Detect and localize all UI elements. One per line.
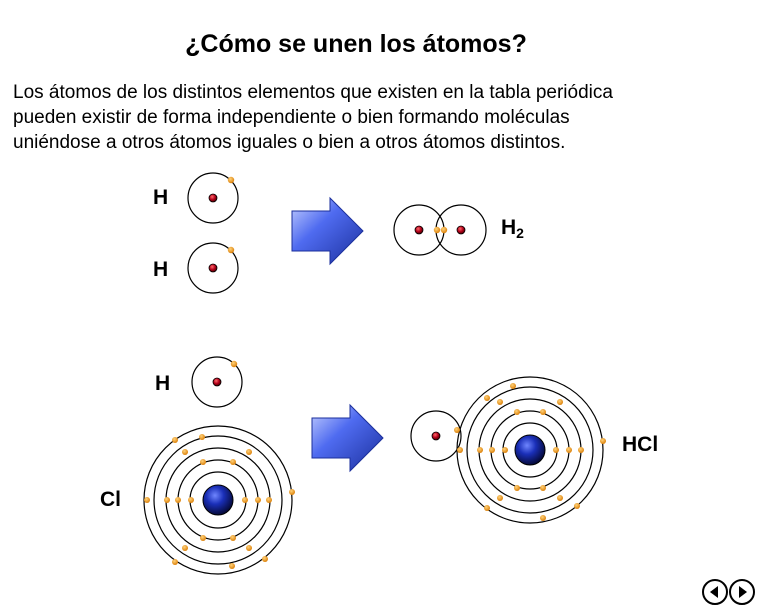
chlorine-atom <box>143 425 295 575</box>
electron <box>230 459 236 465</box>
hydrogen-nucleus <box>414 225 424 235</box>
electron <box>553 447 559 453</box>
electron <box>489 447 495 453</box>
electron <box>182 449 188 455</box>
label-hydrogen-2: H <box>153 258 169 281</box>
electron <box>242 497 248 503</box>
electron <box>497 399 503 405</box>
electron <box>289 489 295 495</box>
electron <box>164 497 170 503</box>
electron <box>540 409 546 415</box>
next-arrow-icon <box>739 586 747 598</box>
electron <box>600 438 606 444</box>
electron <box>266 497 272 503</box>
electron <box>262 556 268 562</box>
label-h2-main: H <box>501 216 517 239</box>
hydrogen-nucleus <box>212 377 222 387</box>
intro-line: uniéndose a otros átomos iguales o bien … <box>13 132 566 153</box>
electron <box>510 383 516 389</box>
orbit-ring <box>153 435 283 565</box>
label-hydrogen-3: H <box>155 372 171 395</box>
navigation-controls <box>700 579 756 605</box>
electron <box>514 409 520 415</box>
next-button[interactable] <box>729 579 755 605</box>
electron <box>578 447 584 453</box>
electron <box>497 495 503 501</box>
hydrogen-nucleus <box>208 263 218 273</box>
orbit-ring <box>187 172 239 224</box>
electron <box>540 485 546 491</box>
electron <box>227 176 235 184</box>
electron <box>574 503 580 509</box>
label-hydrogen-1: H <box>153 186 169 209</box>
intro-line: pueden existir de forma independiente o … <box>13 107 570 128</box>
electron <box>540 515 546 521</box>
label-chlorine: Cl <box>100 488 121 511</box>
chlorine-nucleus <box>514 434 546 466</box>
shared-electron <box>454 427 460 433</box>
h2-molecule <box>393 204 487 256</box>
electron <box>246 545 252 551</box>
chlorine-nucleus <box>202 484 234 516</box>
hydrogen-nucleus <box>208 193 218 203</box>
hydrogen-atom-2 <box>187 242 239 294</box>
intro-line: Los átomos de los distintos elementos qu… <box>13 82 613 103</box>
electron <box>557 495 563 501</box>
orbit-ring <box>466 386 594 514</box>
reaction-arrow-1 <box>291 196 364 266</box>
orbit-ring <box>187 242 239 294</box>
electron <box>144 497 150 503</box>
intro-paragraph: Los átomos de los distintos elementos qu… <box>13 80 713 155</box>
electron <box>175 497 181 503</box>
prev-arrow-icon <box>710 586 718 598</box>
reaction-arrow-2 <box>311 403 384 473</box>
electron <box>502 447 508 453</box>
hydrogen-nucleus <box>456 225 466 235</box>
orbit-ring <box>191 356 243 408</box>
shared-electron <box>440 226 448 234</box>
electron <box>230 535 236 541</box>
electron <box>229 563 235 569</box>
electron <box>200 459 206 465</box>
electron <box>484 395 490 401</box>
electron <box>255 497 261 503</box>
electron <box>566 447 572 453</box>
electron <box>188 497 194 503</box>
label-h2-subscript: 2 <box>516 225 524 241</box>
electron <box>477 447 483 453</box>
hcl-molecule <box>410 376 606 524</box>
electron <box>484 505 490 511</box>
electron <box>227 246 235 254</box>
electron <box>514 485 520 491</box>
orbit-ring <box>410 410 462 462</box>
electron <box>557 399 563 405</box>
electron <box>172 437 178 443</box>
label-h2-molecule: H2 <box>501 216 524 241</box>
electron <box>246 449 252 455</box>
hydrogen-atom-3 <box>191 356 243 408</box>
electron <box>172 559 178 565</box>
electron <box>230 360 238 368</box>
shared-electron <box>433 226 441 234</box>
page-title: ¿Cómo se unen los átomos? <box>185 30 527 58</box>
hydrogen-nucleus <box>431 431 441 441</box>
electron <box>457 447 463 453</box>
electron <box>182 545 188 551</box>
electron <box>199 434 205 440</box>
prev-button[interactable] <box>702 579 728 605</box>
label-hcl-molecule: HCl <box>622 433 659 456</box>
hydrogen-atom-1 <box>187 172 239 224</box>
electron <box>200 535 206 541</box>
